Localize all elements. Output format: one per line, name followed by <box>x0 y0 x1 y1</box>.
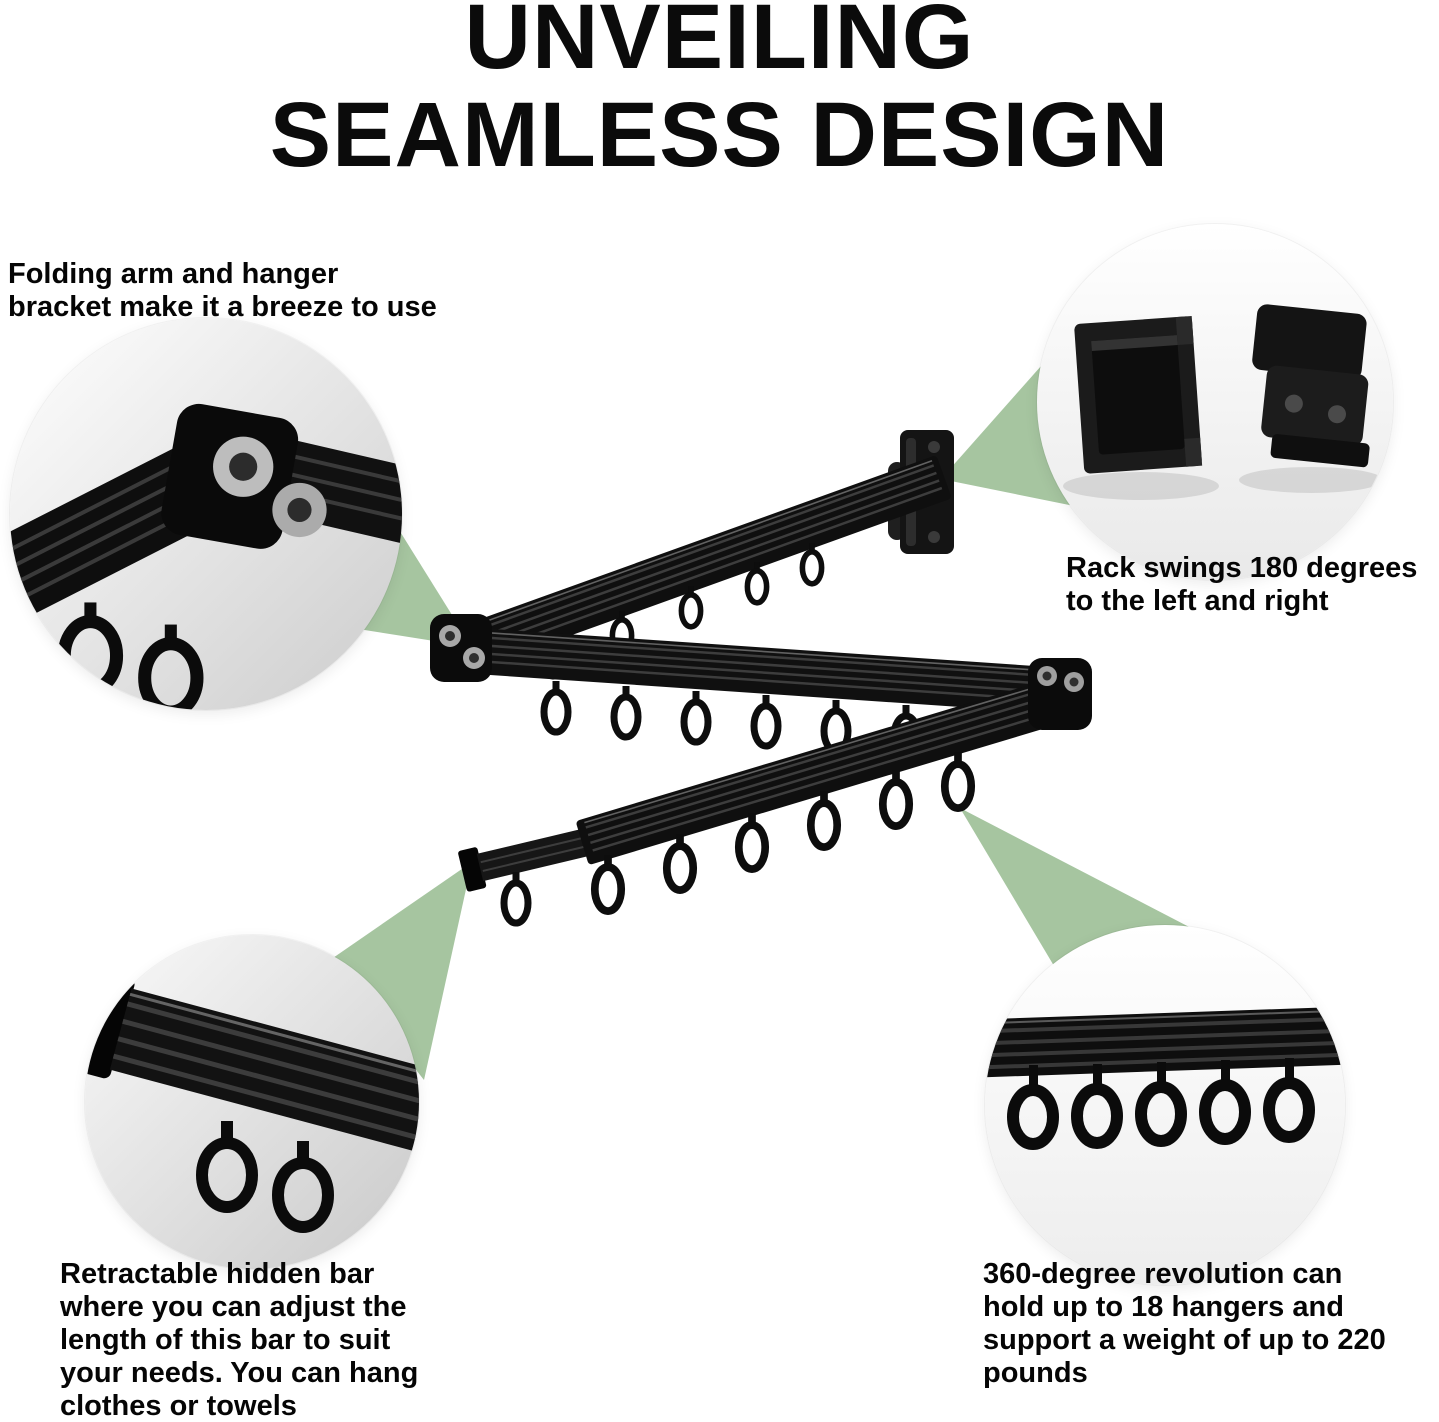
folding-hinge-inset <box>10 318 402 710</box>
callout-swing: Rack swings 180 degrees to the left and … <box>1066 552 1418 618</box>
wall-bracket-closeup-image <box>1037 224 1393 580</box>
drying-rack-product <box>430 430 1092 923</box>
hooks-closeup-image <box>985 925 1345 1285</box>
arm-middle <box>456 627 1062 714</box>
wall-bracket-inset <box>1037 224 1393 580</box>
callout-folding-arm: Folding arm and hanger bracket make it a… <box>8 258 437 324</box>
bar-end-closeup-image <box>85 935 419 1269</box>
right-folding-hinge <box>1028 658 1092 730</box>
callout-retractable-bar: Retractable hidden bar where you can adj… <box>60 1258 419 1422</box>
arm-bottom-extension <box>458 822 615 892</box>
page-title: UNVEILING SEAMLESS DESIGN <box>0 0 1439 185</box>
arm-top <box>455 456 951 671</box>
title-line-1: UNVEILING <box>464 0 975 88</box>
title-line-2: SEAMLESS DESIGN <box>269 84 1170 187</box>
pointer-wedge-bar-end <box>330 862 472 1080</box>
arm-bottom <box>576 681 1058 865</box>
folding-hinge-closeup-image <box>10 318 402 710</box>
callout-revolution: 360-degree revolution can hold up to 18 … <box>983 1258 1386 1390</box>
left-folding-hinge <box>430 614 492 682</box>
retractable-bar-end-inset <box>85 935 419 1269</box>
hanger-hooks-inset <box>985 925 1345 1285</box>
